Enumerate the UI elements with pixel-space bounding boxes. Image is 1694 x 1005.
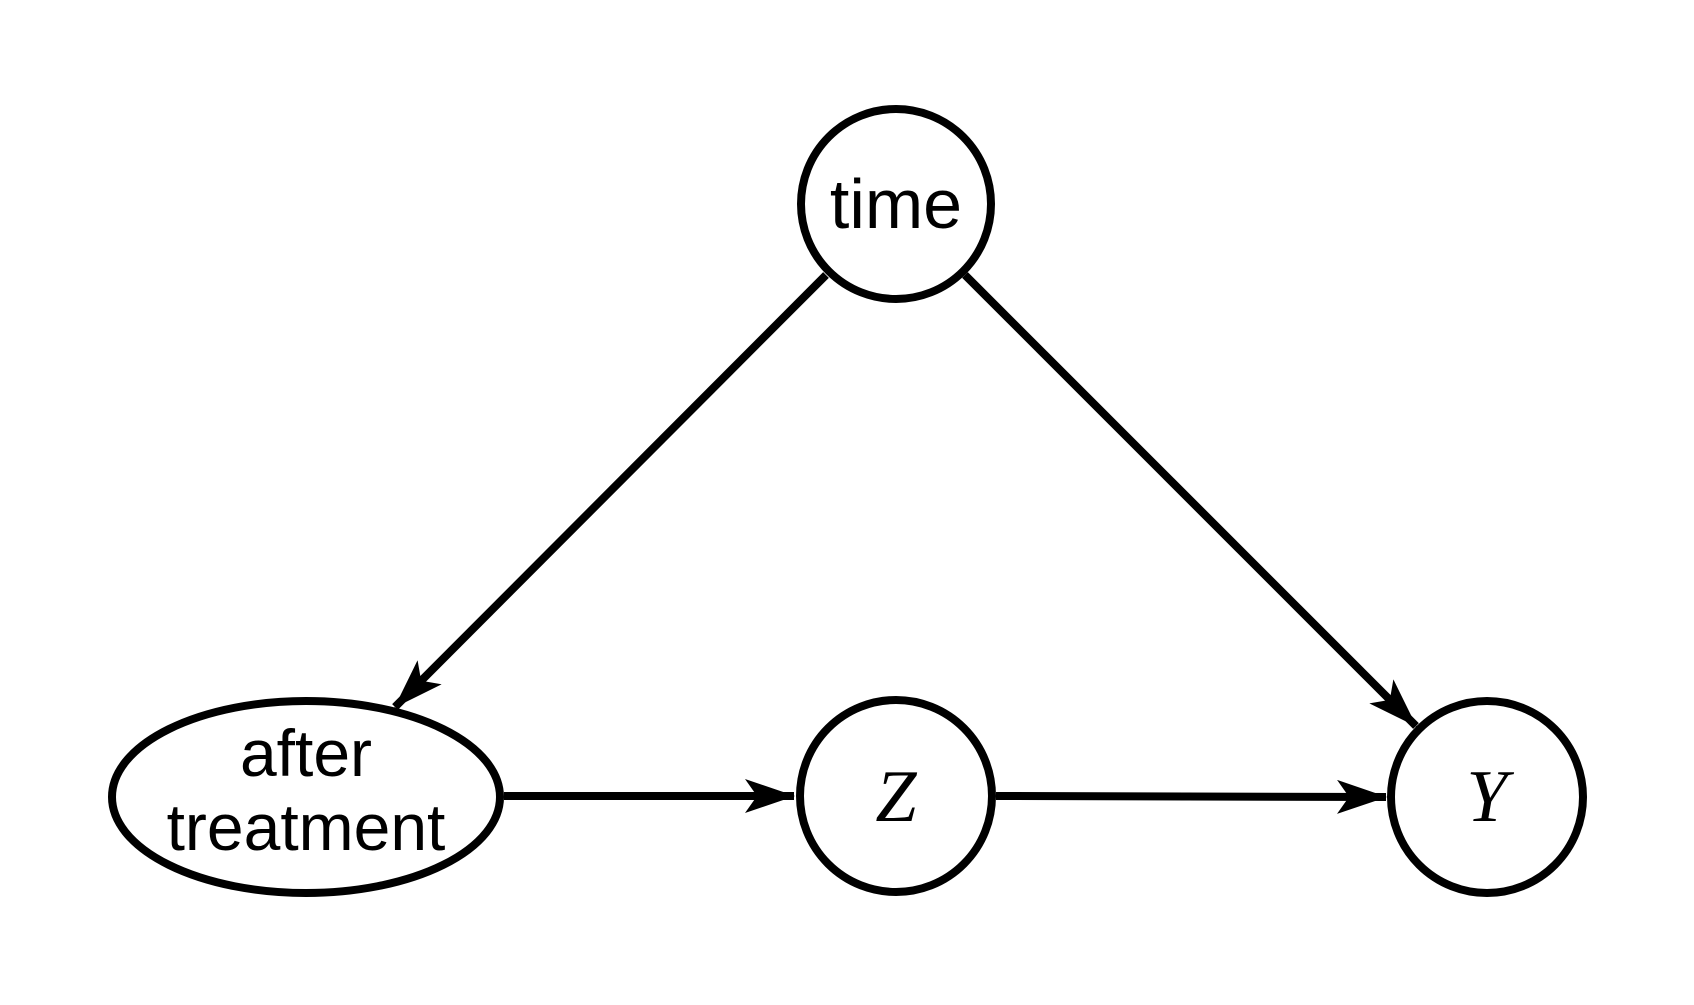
node-after-treatment-label-line2: treatment [167,790,446,864]
node-after-treatment-label-line1: after [240,716,372,790]
node-y: Y [1387,697,1587,897]
node-z: Z [796,696,996,896]
node-after-treatment: after treatment [108,697,504,897]
node-after-treatment-ellipse [108,697,504,897]
node-time-circle [797,105,995,303]
edge-time-to-y [962,272,1419,729]
node-time-label: time [830,165,962,243]
node-y-circle [1387,697,1587,897]
edge-time-to-after-treatment [392,272,829,710]
node-time: time [797,105,995,303]
edge-z-to-y [995,779,1387,814]
node-z-circle [796,696,996,896]
node-y-label: Y [1466,756,1514,838]
edges-group [392,272,1419,814]
node-z-label: Z [875,756,917,838]
